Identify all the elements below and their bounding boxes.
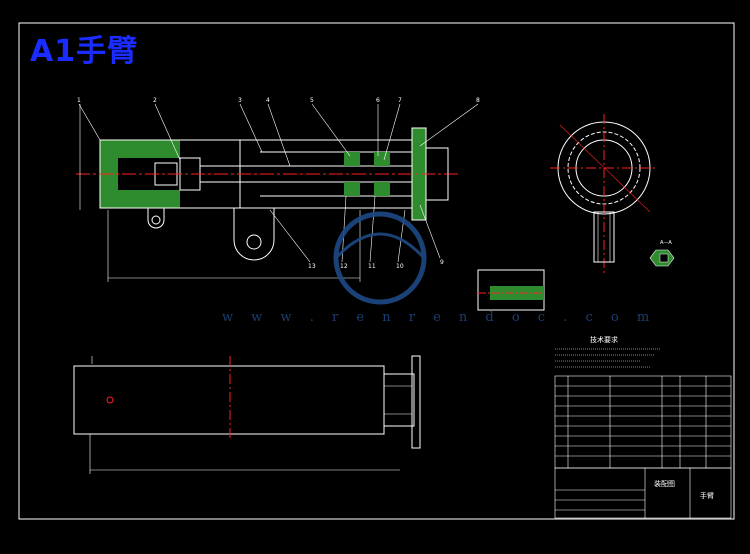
balloon-8: 8: [476, 97, 480, 104]
top-view: [73, 355, 421, 474]
balloon-5: 5: [310, 97, 314, 104]
balloon-1: 1: [77, 97, 81, 104]
balloon-11: 11: [368, 263, 376, 270]
balloon-2: 2: [153, 97, 157, 104]
section-a-a: A—A: [649, 240, 675, 267]
tech-requirements-title: 技术要求: [590, 335, 618, 344]
watermark-logo: [333, 211, 427, 305]
section-label: A—A: [660, 240, 672, 246]
balloon-labels: 1 2 3 4 5 6 7 8 9 10 11 12 13: [77, 97, 480, 270]
drawing-name: 手臂: [700, 491, 714, 500]
front-flange: [412, 128, 426, 220]
main-section-view: [76, 104, 460, 282]
cylinder-wall-bottom: [118, 190, 180, 208]
drawing-title: A1手臂: [30, 34, 139, 69]
assembly-label: 装配图: [654, 479, 675, 488]
leader-lines: [78, 103, 479, 263]
balloon-12: 12: [340, 263, 348, 270]
tech-requirements: 技术要求: [555, 335, 660, 368]
drawing-frame: [18, 22, 735, 520]
end-view: [550, 114, 658, 275]
balloon-6: 6: [376, 97, 380, 104]
balloon-4: 4: [266, 97, 270, 104]
balloon-3: 3: [238, 97, 242, 104]
cylinder-wall-top: [118, 140, 180, 158]
watermark-url: w w w . r e n r e n d o c . c o m: [222, 310, 657, 325]
detail-view: [477, 269, 545, 311]
balloon-13: 13: [308, 263, 316, 270]
bom-table: [554, 375, 732, 469]
balloon-7: 7: [398, 97, 402, 104]
balloon-10: 10: [396, 263, 404, 270]
title-block: [554, 467, 732, 519]
balloon-9: 9: [440, 259, 444, 266]
